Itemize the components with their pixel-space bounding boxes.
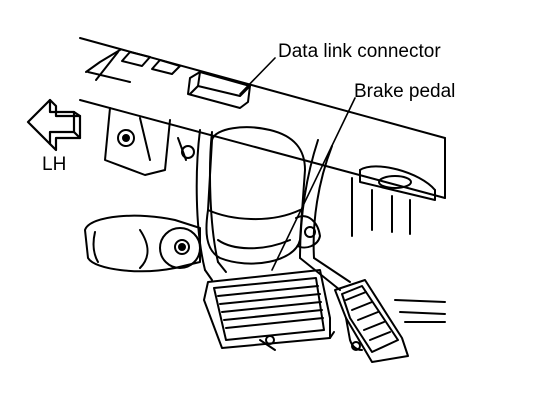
leader-brake-pedal <box>271 97 356 271</box>
brake-pedal <box>295 139 409 363</box>
data-link-connector-label: Data link connector <box>278 41 441 62</box>
steering-column <box>84 214 201 273</box>
leader-lines <box>239 57 356 271</box>
brake-pedal-label: Brake pedal <box>354 81 456 102</box>
arrow-left-icon <box>26 98 82 152</box>
mounting-bracket <box>104 107 195 176</box>
instrument-panel <box>79 37 446 199</box>
leader-data-link-connector <box>239 57 276 95</box>
data-link-connector <box>187 71 251 109</box>
accelerator-pedal <box>195 129 335 349</box>
direction-label: LH <box>42 154 67 175</box>
right-bracket <box>351 165 436 237</box>
floor-lines <box>259 299 446 351</box>
